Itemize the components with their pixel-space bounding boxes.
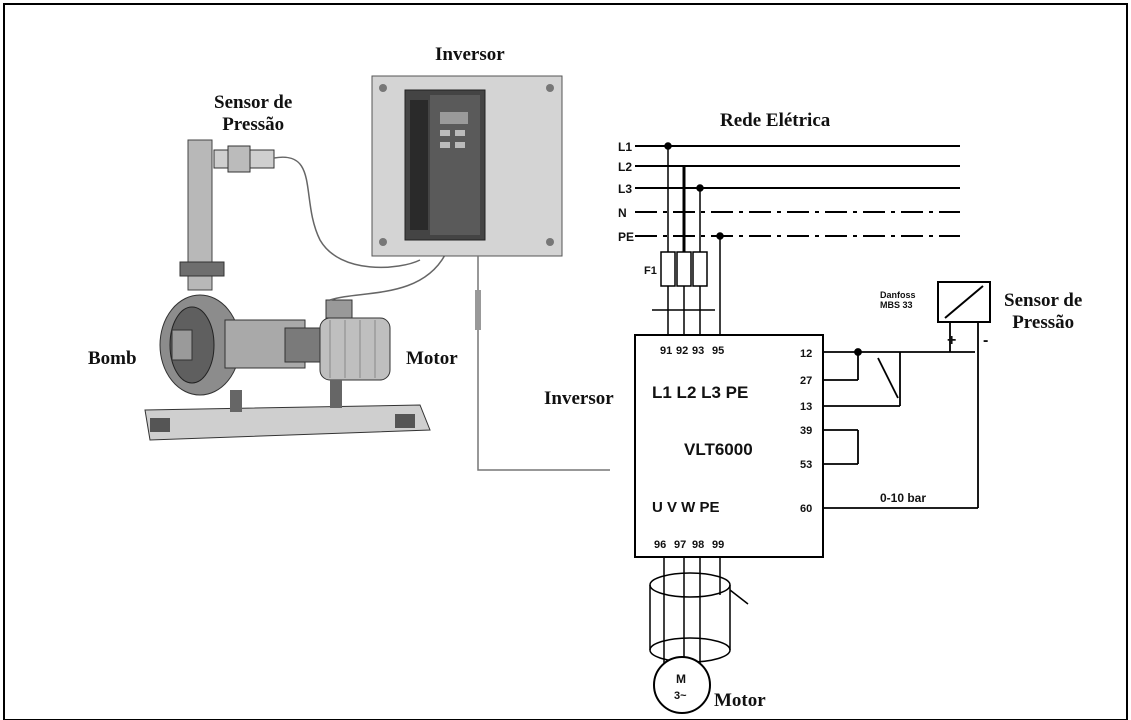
motor-symbol xyxy=(653,656,711,714)
in-terminal-93: 93 xyxy=(692,345,704,357)
line-label-l2: L2 xyxy=(618,160,632,174)
vlt-model: VLT6000 xyxy=(684,440,753,459)
out-terminal-96: 96 xyxy=(654,539,666,551)
sensor-plus: + xyxy=(947,332,956,349)
fuse-3 xyxy=(692,251,708,287)
motor-m: M xyxy=(676,672,686,686)
label-inversor-mid: Inversor xyxy=(544,388,614,409)
term-27: 27 xyxy=(800,375,812,387)
label-rede-eletrica: Rede Elétrica xyxy=(720,110,831,131)
line-label-n: N xyxy=(618,206,627,220)
label-bomb: Bomb xyxy=(88,348,137,369)
range-label: 0-10 bar xyxy=(880,491,926,505)
in-terminal-95: 95 xyxy=(712,345,724,357)
fuse-label: F1 xyxy=(644,265,657,277)
sensor-minus: - xyxy=(983,332,988,349)
in-terminal-91: 91 xyxy=(660,345,672,357)
label-sensor-left: Sensor de Pressão xyxy=(214,92,293,135)
label-inversor-top: Inversor xyxy=(435,44,505,65)
frame-border xyxy=(3,3,1128,720)
label-motor-bottom: Motor xyxy=(714,690,766,711)
term-12: 12 xyxy=(800,348,812,360)
in-names: L1 L2 L3 PE xyxy=(652,383,748,402)
fuse-1 xyxy=(660,251,676,287)
label-sensor-right: Sensor de Pressão xyxy=(1004,290,1083,333)
in-terminal-92: 92 xyxy=(676,345,688,357)
line-label-l1: L1 xyxy=(618,140,632,154)
out-names: U V W PE xyxy=(652,499,720,516)
pump-illustration xyxy=(144,139,446,441)
inverter-panel xyxy=(371,75,610,471)
motor-body xyxy=(319,317,391,381)
term-39: 39 xyxy=(800,425,812,437)
term-53: 53 xyxy=(800,459,812,471)
term-60: 60 xyxy=(800,503,812,515)
line-label-l3: L3 xyxy=(618,182,632,196)
out-terminal-99: 99 xyxy=(712,539,724,551)
label-motor-mid: Motor xyxy=(406,348,458,369)
vlt-box xyxy=(634,334,824,558)
motor-3: 3~ xyxy=(674,690,687,702)
out-terminal-98: 98 xyxy=(692,539,704,551)
out-terminal-97: 97 xyxy=(674,539,686,551)
pump-base xyxy=(144,404,431,441)
fuse-2 xyxy=(676,251,692,287)
supply-lines xyxy=(635,145,960,237)
line-label-pe: PE xyxy=(618,230,634,244)
sensor-code: Danfoss MBS 33 xyxy=(880,290,916,310)
term-13: 13 xyxy=(800,401,812,413)
